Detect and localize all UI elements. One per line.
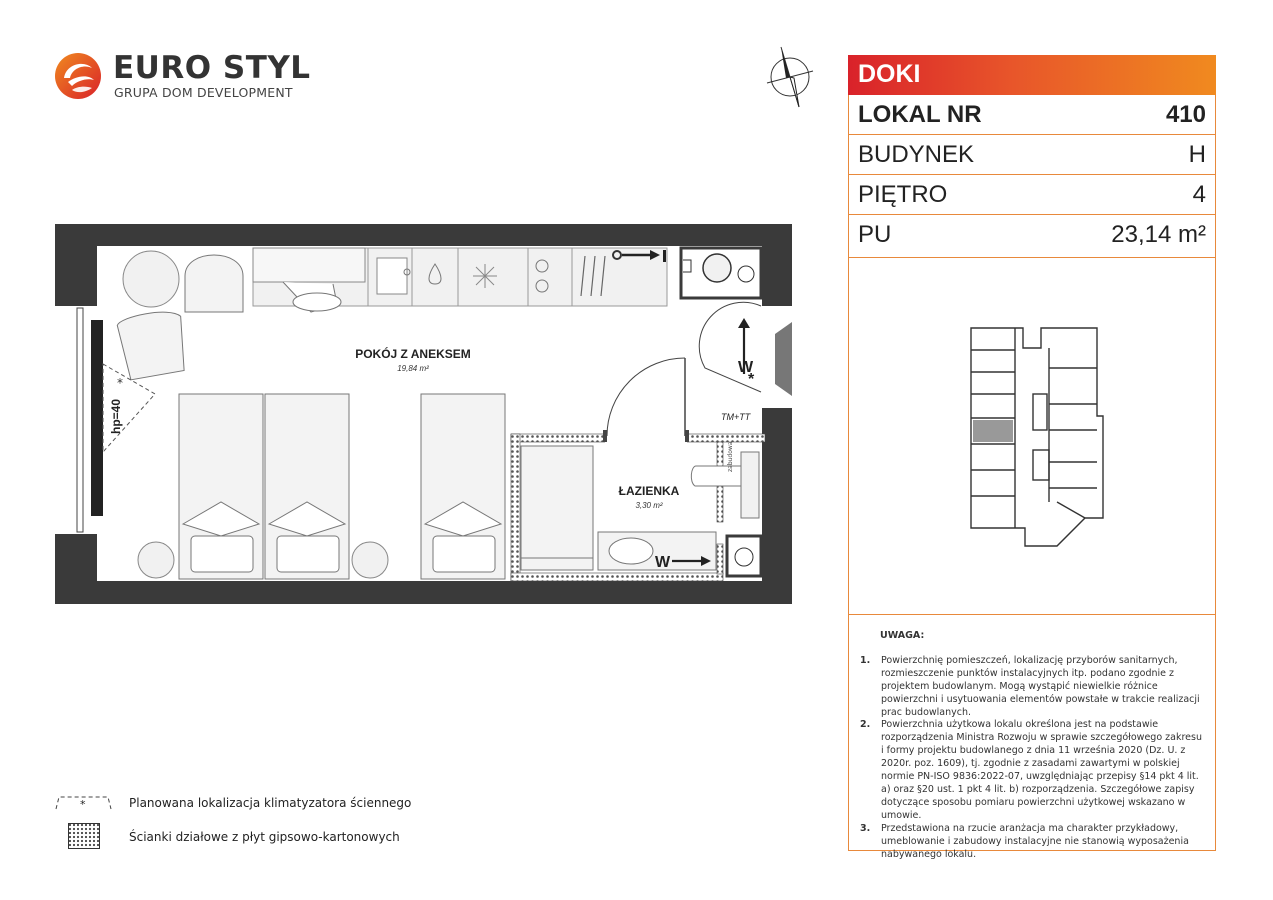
- project-header: DOKI: [848, 55, 1216, 95]
- room-bath-name: ŁAZIENKA: [619, 484, 680, 498]
- note-number: 3.: [860, 822, 871, 834]
- row-unit-number: LOKAL NR 410: [848, 95, 1216, 135]
- notes-title: UWAGA:: [880, 630, 925, 641]
- legend-symbol: *: [80, 798, 86, 810]
- north-arrow-icon: [766, 46, 814, 108]
- legend-ac-text: Planowana lokalizacja klimatyzatora ście…: [129, 796, 412, 810]
- ac-marker-entrance: *: [748, 371, 755, 388]
- project-name: DOKI: [858, 60, 921, 88]
- unit-location-highlight: [973, 420, 1013, 442]
- row-building: BUDYNEK H: [848, 135, 1216, 175]
- note-text: Powierzchnię pomieszczeń, lokalizację pr…: [881, 654, 1200, 718]
- row-floor: PIĘTRO 4: [848, 175, 1216, 215]
- building-key-plan: [970, 327, 1104, 547]
- row-label: PU: [858, 221, 892, 248]
- row-label: BUDYNEK: [858, 141, 975, 168]
- note-number: 1.: [860, 654, 871, 666]
- note-number: 2.: [860, 719, 871, 731]
- row-value: 410: [1165, 101, 1206, 128]
- brand-name: EURO STYL: [113, 50, 311, 86]
- room-main-area: 19,84 m²: [397, 364, 429, 373]
- row-value: 4: [1192, 181, 1206, 208]
- legend-gypsum-text: Ścianki działowe z płyt gipsowo-kartonow…: [129, 830, 400, 844]
- row-value: 23,14 m²: [1111, 221, 1206, 248]
- floor-plan: * zabudowa W W * TM+TT hp=40 POKÓJ Z ANE…: [55, 224, 792, 604]
- w-marker-entrance: W: [738, 359, 754, 376]
- note-item: 2. Powierzchnia użytkowa lokalu określon…: [860, 719, 1206, 822]
- note-item: 3. Przedstawiona na rzucie aranżacja ma …: [860, 823, 1206, 862]
- brand-subtitle: GRUPA DOM DEVELOPMENT: [114, 85, 293, 100]
- panel-divider: [848, 614, 1216, 615]
- note-text: Powierzchnia użytkowa lokalu określona j…: [881, 719, 1202, 821]
- row-value: H: [1188, 141, 1206, 168]
- note-item: 1. Powierzchnię pomieszczeń, lokalizację…: [860, 655, 1206, 720]
- room-bath-area: 3,30 m²: [635, 501, 662, 510]
- row-area: PU 23,14 m²: [848, 215, 1216, 258]
- brand-logo-icon: [55, 53, 101, 99]
- window-height-label: hp=40: [109, 399, 123, 434]
- w-marker-bath: W: [655, 554, 671, 571]
- ac-marker-left: *: [117, 376, 123, 390]
- note-text: Przedstawiona na rzucie aranżacja ma cha…: [881, 822, 1189, 860]
- row-label: PIĘTRO: [858, 181, 948, 208]
- panel-label: zabudowa: [727, 441, 734, 472]
- meter-label: TM+TT: [721, 412, 752, 422]
- room-main-name: POKÓJ Z ANEKSEM: [355, 346, 471, 361]
- gypsum-wall-legend-icon: [68, 823, 100, 849]
- ac-legend-icon: *: [55, 796, 112, 810]
- notes-section: UWAGA: 1. Powierzchnię pomieszczeń, loka…: [860, 630, 1206, 861]
- row-label: LOKAL NR: [858, 101, 982, 128]
